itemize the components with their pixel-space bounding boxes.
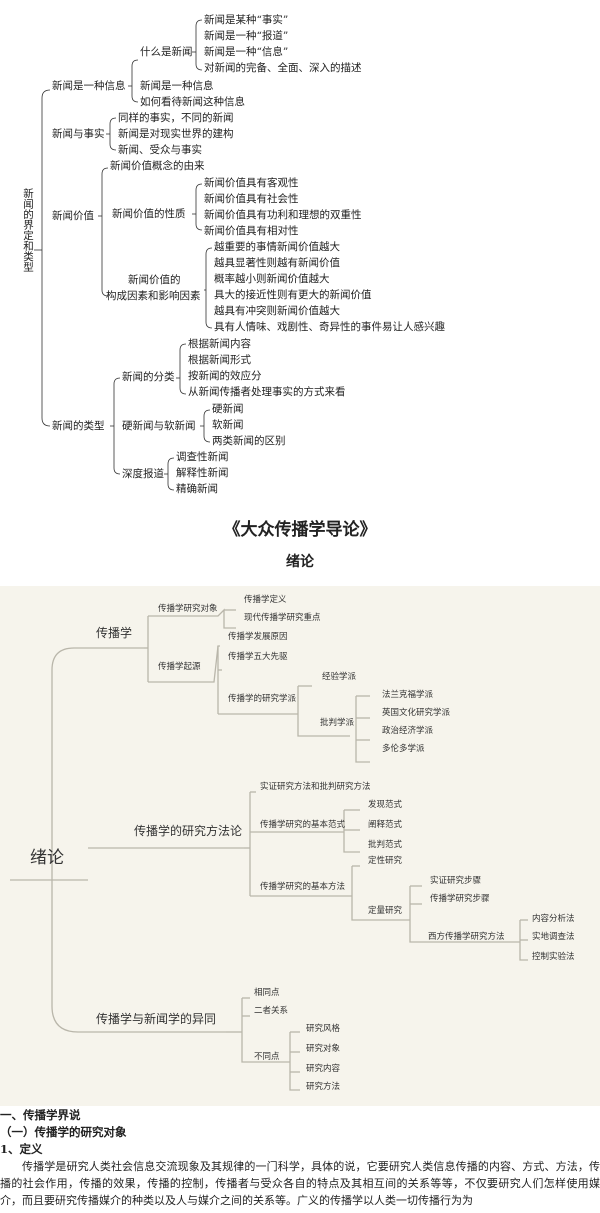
tree-leaf-label: 概率越小则新闻价值越大: [214, 273, 330, 285]
tree-leaf-label: 具大的接近性则有更大的新闻价值: [214, 289, 372, 301]
mindmap-node-label: 传播学研究的基本范式: [260, 820, 346, 830]
tree-leaf-label: 越具显著性则越有新闻价值: [214, 257, 340, 269]
mindmap-node-label: 现代传播学研究重点: [244, 613, 321, 623]
subsection-heading: （一）传播学的研究对象: [0, 1125, 127, 1139]
tree-leaf-label: 软新闻: [212, 419, 244, 431]
tree-node-label: 新闻价值的: [128, 274, 181, 286]
tree-branch-label: 新闻价值: [52, 210, 94, 222]
news-definition-tree: 新闻的界定和类型 新闻是一种信息 什么是新闻 新闻是某种“事实” 新闻是一种“报…: [0, 0, 600, 505]
tree-leaf-label: 调查性新闻: [176, 451, 229, 463]
tree-node-label: 如何看待新闻这种信息: [140, 96, 245, 108]
chapter-title: 绪论: [286, 554, 314, 570]
tree-node-label: 新闻的分类: [122, 371, 175, 383]
mindmap-node-label: 二者关系: [254, 1006, 289, 1016]
mindmap-node-label: 西方传播学研究方法: [428, 932, 505, 942]
tree-leaf-label: 按新闻的效应分: [188, 370, 262, 382]
tree-leaf-label: 新闻是一种“信息”: [204, 46, 289, 58]
mindmap-node-label: 发现范式: [368, 800, 403, 810]
tree-node-label: 新闻价值概念的由来: [110, 160, 205, 172]
body-text: 一、传播学界说 （一）传播学的研究对象 1、定义 传播学是研究人类社会信息交流现…: [0, 1107, 600, 1209]
tree-branch-label: 新闻与事实: [52, 128, 105, 140]
mindmap-node-label: 实证研究方法和批判研究方法: [260, 782, 371, 792]
mindmap-node-label: 阐释范式: [368, 820, 403, 830]
tree-node-label: 硬新闻与软新闻: [122, 420, 196, 432]
mindmap-root-label: 绪论: [30, 848, 64, 868]
tree-node-label: 深度报道: [122, 468, 164, 480]
tree-leaf-label: 越重要的事情新闻价值越大: [214, 241, 340, 253]
section-heading: 一、传播学界说: [0, 1108, 81, 1122]
mindmap-node-label: 批判范式: [368, 840, 403, 850]
tree-leaf-label: 新闻价值具有功利和理想的双重性: [204, 209, 362, 221]
tree-leaf-label: 新闻是一种“报道”: [204, 30, 289, 42]
tree-leaf-label: 具有人情味、戏剧性、奇异性的事件易让人感兴趣: [214, 321, 445, 333]
mindmap-node-label: 传播学的研究学派: [228, 694, 297, 704]
tree-leaf-label: 同样的事实，不同的新闻: [118, 112, 234, 124]
mindmap-node-label: 经验学派: [322, 672, 357, 682]
mindmap-node-label: 相同点: [254, 988, 280, 998]
mindmap-node-label: 定性研究: [368, 856, 403, 866]
tree-leaf-label: 新闻价值具有客观性: [204, 177, 299, 189]
mindmap-node-label: 传播学五大先驱: [228, 652, 288, 662]
mindmap-node-label: 多伦多学派: [382, 744, 425, 754]
mindmap-node-label: 实证研究步骤: [430, 876, 482, 886]
mindmap-node-label: 研究对象: [306, 1044, 341, 1054]
mindmap-node-label: 政治经济学派: [382, 726, 434, 736]
tree-leaf-label: 越具有冲突则新闻价值越大: [214, 305, 340, 317]
tree-leaf-label: 两类新闻的区别: [212, 435, 286, 447]
mindmap-node-label: 传播学研究的基本方法: [260, 882, 346, 892]
tree-leaf-label: 对新闻的完备、全面、深入的描述: [204, 62, 362, 74]
mindmap-node-label: 英国文化研究学派: [382, 708, 451, 718]
mindmap-branch-label: 传播学: [96, 626, 133, 640]
mindmap-node-label: 传播学发展原因: [228, 632, 288, 642]
tree-node-label: 新闻价值的性质: [112, 208, 186, 220]
mindmap-connector-lines: [10, 608, 528, 1091]
item-heading: 1、定义: [0, 1142, 43, 1156]
tree-node-label: 新闻是一种信息: [140, 80, 214, 92]
tree-leaf-label: 新闻、受众与事实: [118, 144, 202, 156]
mindmap-node-label: 实地调查法: [532, 932, 575, 942]
tree-leaf-label: 新闻是对现实世界的建构: [118, 128, 234, 140]
tree-node-label: 什么是新闻: [140, 46, 193, 58]
tree-leaf-label: 新闻价值具有相对性: [204, 225, 299, 237]
tree-leaf-label: 新闻是某种“事实”: [204, 14, 289, 26]
mindmap-branch-label: 传播学与新闻学的异同: [96, 1012, 217, 1026]
tree-branch-label: 新闻是一种信息: [52, 80, 126, 92]
mindmap-node-label: 传播学起源: [158, 662, 201, 672]
body-paragraph: 传播学是研究人类社会信息交流现象及其规律的一门科学，具体的说，它要研究人类信息传…: [0, 1160, 600, 1207]
tree-connector-lines: [34, 19, 213, 491]
mindmap-node-label: 研究风格: [306, 1024, 341, 1034]
tree-root-label: 新闻的界定和类型: [22, 188, 34, 272]
mindmap-node-label: 研究方法: [306, 1082, 341, 1092]
tree-leaf-label: 新闻价值具有社会性: [204, 193, 299, 205]
mindmap-node-label: 传播学研究对象: [158, 604, 218, 614]
tree-node-label: 构成因素和影响因素: [106, 290, 201, 302]
mindmap-branch-label: 传播学的研究方法论: [134, 824, 243, 838]
mindmap-node-label: 内容分析法: [532, 914, 575, 924]
mindmap-node-label: 批判学派: [320, 718, 355, 728]
mindmap-node-label: 不同点: [254, 1052, 280, 1062]
tree-leaf-label: 从新闻传播者处理事实的方式来看: [188, 386, 346, 398]
tree-leaf-label: 根据新闻内容: [188, 338, 251, 350]
tree-leaf-label: 精确新闻: [176, 483, 218, 495]
tree-leaf-label: 解释性新闻: [176, 467, 229, 479]
mindmap-node-label: 法兰克福学派: [382, 690, 434, 700]
mindmap-node-label: 传播学定义: [244, 595, 287, 605]
tree-leaf-label: 硬新闻: [212, 403, 244, 415]
book-title: 《大众传播学导论》: [223, 520, 377, 540]
mindmap-image: 绪论 传播学 传播学研究对象 传播学定义 现代传播学研究重点 传播学起源 传播学…: [0, 586, 600, 1106]
tree-branch-label: 新闻的类型: [52, 420, 105, 432]
mindmap-node-label: 控制实验法: [532, 952, 575, 962]
mindmap-node-label: 研究内容: [306, 1064, 341, 1074]
mindmap-node-label: 传播学研究步骤: [430, 894, 490, 904]
tree-leaf-label: 根据新闻形式: [188, 354, 251, 366]
mindmap-node-label: 定量研究: [368, 906, 403, 916]
